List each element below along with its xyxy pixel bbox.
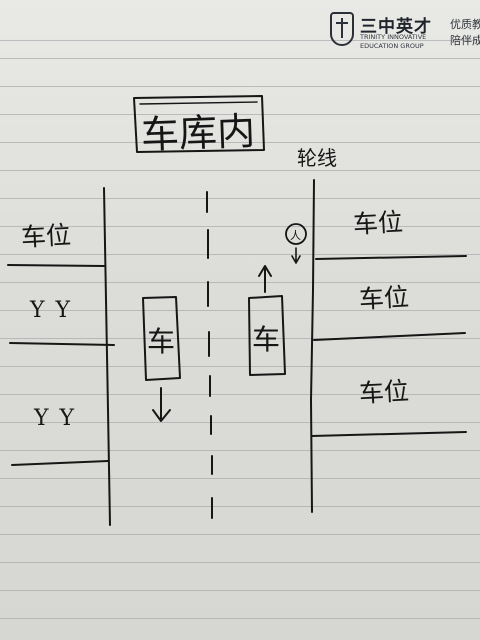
person-arrow-down-icon xyxy=(291,247,301,264)
paper-rule xyxy=(0,58,480,59)
road-left-edge xyxy=(103,187,111,526)
paper-rule xyxy=(0,534,480,535)
slogan-line1: 优质教 xyxy=(450,18,480,31)
car-right-label: 车 xyxy=(252,323,281,356)
right-spot-divider xyxy=(311,431,467,437)
title-frame-inner xyxy=(139,101,258,105)
paper-rule xyxy=(0,590,480,591)
slogan-line2: 陪伴成 xyxy=(450,34,480,47)
logo-english-line1: TRINITY INNOVATIVE xyxy=(360,33,427,41)
logo-english-line2: EDUCATION GROUP xyxy=(360,42,424,50)
paper-rule xyxy=(0,226,480,227)
person-label: 人 xyxy=(290,229,301,242)
spot-mark-left-middle: Y Y xyxy=(30,298,73,323)
crest-icon xyxy=(330,12,354,46)
paper-rule xyxy=(0,338,480,339)
right-spot-divider xyxy=(315,255,467,260)
paper-rule xyxy=(0,86,480,87)
spot-mark-left-bottom: Y Y xyxy=(34,406,77,431)
left-spot-divider xyxy=(11,460,109,466)
paper-rule xyxy=(0,618,480,619)
paper-rule xyxy=(0,562,480,563)
car-right xyxy=(248,295,286,376)
right-spot-divider xyxy=(313,332,466,341)
title-frame xyxy=(133,95,265,153)
brand-logo: 三中英才 TRINITY INNOVATIVE EDUCATION GROUP … xyxy=(330,10,480,50)
paper-rule xyxy=(0,394,480,395)
spot-label-right-bottom: 车位 xyxy=(358,376,410,408)
paper-rule xyxy=(0,506,480,507)
paper-rule xyxy=(0,114,480,115)
car-left-label: 车 xyxy=(147,325,176,358)
paper-rule xyxy=(0,142,480,143)
road-right-edge xyxy=(310,179,315,513)
paper-rule xyxy=(0,40,480,41)
paper-rule xyxy=(0,366,480,367)
paper-rule xyxy=(0,450,480,451)
paper-rule xyxy=(0,282,480,283)
spot-label-left: 车位 xyxy=(20,220,72,252)
left-spot-divider xyxy=(9,342,115,346)
spot-label-right-top: 车位 xyxy=(352,207,404,239)
paper-rule xyxy=(0,310,480,311)
arrow-down-icon xyxy=(152,387,171,422)
lane-line-label: 轮线 xyxy=(297,146,337,170)
paper-rule xyxy=(0,422,480,423)
person-circle-icon xyxy=(285,223,307,245)
car-left xyxy=(142,296,181,381)
paper-rule xyxy=(0,254,480,255)
paper-rule xyxy=(0,478,480,479)
sketch-title: 车库内 xyxy=(140,109,256,157)
arrow-up-icon xyxy=(258,265,272,293)
spot-label-right-middle: 车位 xyxy=(358,282,410,314)
logo-name: 三中英才 xyxy=(360,17,432,37)
left-spot-divider xyxy=(7,264,105,267)
paper-rule xyxy=(0,170,480,171)
paper-rule xyxy=(0,198,480,199)
